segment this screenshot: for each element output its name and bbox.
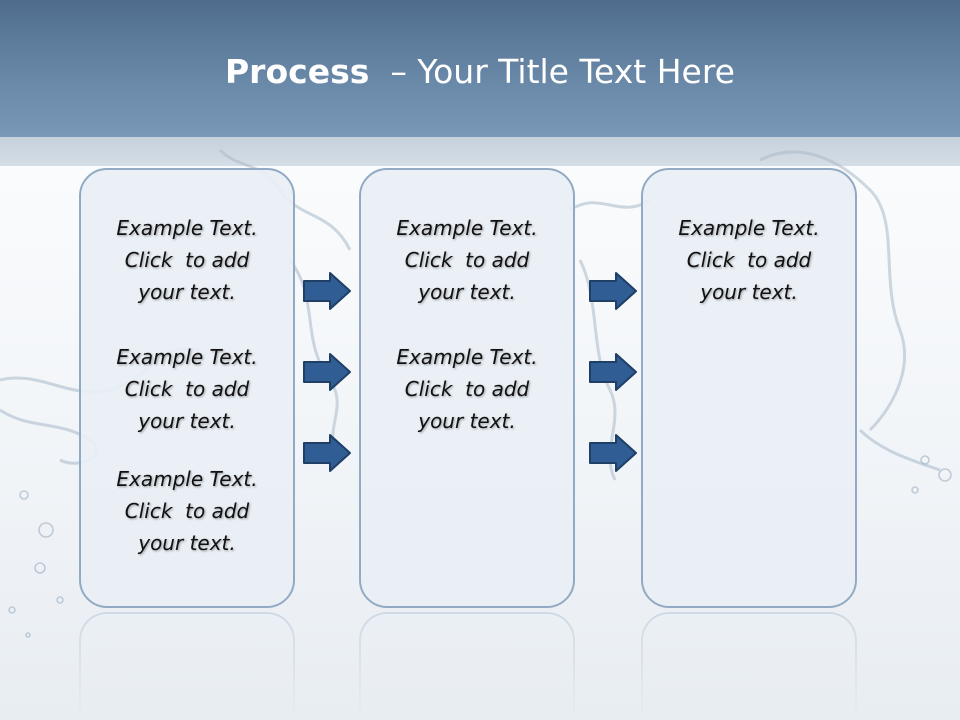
right-arrow-icon[interactable] (302, 271, 352, 311)
text-block[interactable]: Example Text. Click to add your text. (361, 212, 573, 308)
text-line: Click to add (124, 377, 250, 401)
text-line: your text. (700, 280, 798, 304)
text-block[interactable]: Example Text. Click to add your text. (81, 341, 293, 437)
text-line: Click to add (124, 248, 250, 272)
text-line: Click to add (686, 248, 812, 272)
text-line: your text. (418, 409, 516, 433)
text-line: your text. (138, 280, 236, 304)
text-line: Click to add (404, 248, 530, 272)
text-line: Example Text. (116, 216, 258, 240)
text-line: Click to add (404, 377, 530, 401)
process-box-3[interactable]: Example Text. Click to add your text. (641, 168, 857, 608)
title-rest: – Your Title Text Here (369, 52, 735, 91)
box-reflection (359, 612, 575, 720)
text-line: Example Text. (396, 345, 538, 369)
text-block[interactable]: Example Text. Click to add your text. (643, 212, 855, 308)
text-line: Click to add (124, 499, 250, 523)
text-block[interactable]: Example Text. Click to add your text. (81, 463, 293, 559)
box-reflection (641, 612, 857, 720)
text-line: Example Text. (396, 216, 538, 240)
right-arrow-icon[interactable] (588, 433, 638, 473)
text-line: Example Text. (116, 467, 258, 491)
text-line: your text. (138, 531, 236, 555)
title-bar: Process – Your Title Text Here (0, 0, 960, 137)
text-line: Example Text. (678, 216, 820, 240)
title-bold: Process (225, 52, 370, 91)
right-arrow-icon[interactable] (302, 433, 352, 473)
text-line: your text. (418, 280, 516, 304)
text-block[interactable]: Example Text. Click to add your text. (361, 341, 573, 437)
right-arrow-icon[interactable] (588, 271, 638, 311)
box-reflection (79, 612, 295, 720)
text-line: your text. (138, 409, 236, 433)
slide-title[interactable]: Process – Your Title Text Here (0, 52, 960, 91)
right-arrow-icon[interactable] (588, 352, 638, 392)
text-line: Example Text. (116, 345, 258, 369)
text-block[interactable]: Example Text. Click to add your text. (81, 212, 293, 308)
process-box-2[interactable]: Example Text. Click to add your text. Ex… (359, 168, 575, 608)
process-box-1[interactable]: Example Text. Click to add your text. Ex… (79, 168, 295, 608)
right-arrow-icon[interactable] (302, 352, 352, 392)
